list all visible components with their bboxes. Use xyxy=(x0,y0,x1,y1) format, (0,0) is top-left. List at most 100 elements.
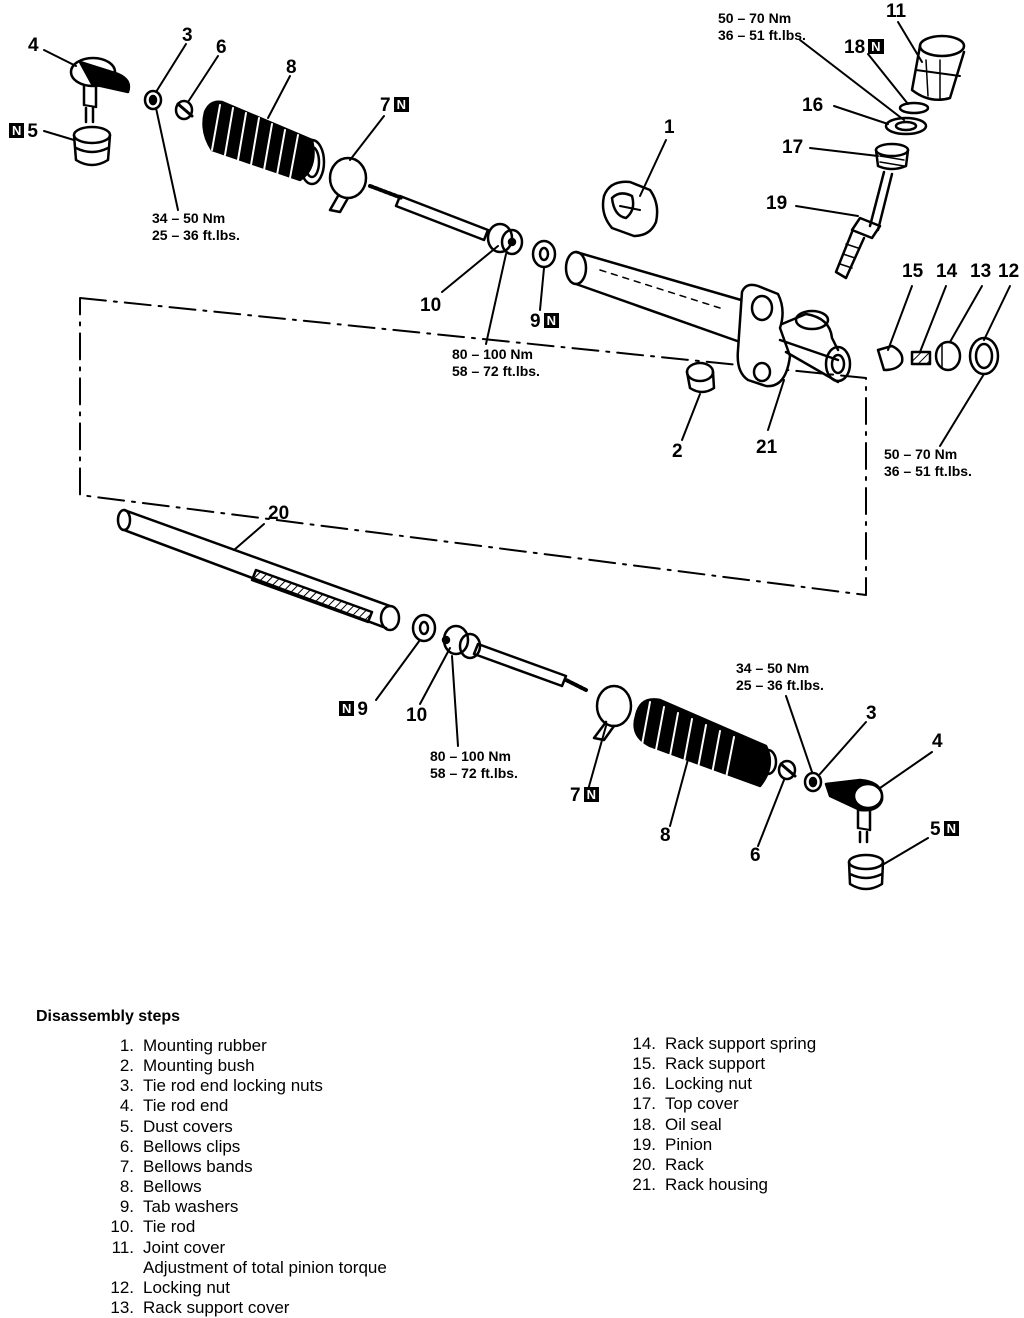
step-text: Rack xyxy=(665,1154,704,1174)
step-item: 14.Rack support spring xyxy=(622,1034,816,1054)
tie-rod-upper xyxy=(368,184,524,256)
callout-6-lower: 6 xyxy=(750,845,761,866)
step-item: 20.Rack xyxy=(622,1155,816,1175)
rack xyxy=(116,508,401,632)
bellows-clip-upper xyxy=(174,99,194,121)
step-text: Mounting bush xyxy=(143,1056,255,1076)
bellows-clip-lower xyxy=(777,759,797,781)
step-item: 17.Top cover xyxy=(622,1094,816,1114)
step-text: Oil seal xyxy=(665,1114,722,1134)
step-text: Dust covers xyxy=(143,1116,233,1136)
step-item: 21.Rack housing xyxy=(622,1175,816,1195)
step-number: 1. xyxy=(119,1036,134,1055)
dust-cover-lower xyxy=(847,853,885,891)
replace-marker: N xyxy=(339,701,355,716)
step-item: 19.Pinion xyxy=(622,1135,816,1155)
mounting-bush xyxy=(685,361,716,394)
step-text: Mounting rubber xyxy=(143,1036,267,1055)
step-number: 8. xyxy=(119,1177,134,1197)
callout-16: 16 xyxy=(802,95,824,116)
callout-19: 19 xyxy=(766,193,788,214)
step-text: Tie rod end locking nuts xyxy=(143,1076,323,1096)
steps-title: Disassembly steps xyxy=(36,1008,181,1025)
callout-10-lower: 10 xyxy=(406,705,428,726)
step-item: 8. Bellows xyxy=(100,1177,387,1197)
replace-marker: N xyxy=(543,313,559,328)
step-item: 5.Dust covers xyxy=(100,1117,387,1137)
step-number: 2. xyxy=(119,1056,134,1076)
callout-2: 2 xyxy=(672,441,683,462)
step-text: Tie rod end xyxy=(143,1096,229,1116)
oil-seal xyxy=(898,101,930,115)
step-number: 6. xyxy=(119,1136,134,1156)
step-text: Bellows xyxy=(143,1177,202,1197)
callout-20: 20 xyxy=(268,503,290,524)
locking-nut-12 xyxy=(968,336,1000,376)
step-number: 7. xyxy=(119,1156,134,1176)
callout-17: 17 xyxy=(782,137,804,158)
replace-marker: N xyxy=(868,39,884,54)
step-number: 11. xyxy=(111,1237,134,1257)
bellows-lower xyxy=(633,698,778,788)
step-item: 13.Rack support cover xyxy=(100,1298,387,1318)
step-number: 15. xyxy=(632,1054,656,1074)
rack-housing xyxy=(564,250,852,388)
callout-3-upper: 3 xyxy=(182,25,193,46)
tie-rod-lower xyxy=(441,624,588,692)
callout-12: 12 xyxy=(998,261,1020,282)
step-number: 18. xyxy=(632,1114,656,1134)
rack-support xyxy=(876,344,904,372)
step-number: 4. xyxy=(119,1096,134,1116)
callout-21: 21 xyxy=(756,437,778,458)
callout-10-upper: 10 xyxy=(420,295,442,316)
step-text: Bellows bands xyxy=(143,1156,253,1176)
tie-rod-end-upper xyxy=(69,56,131,124)
rack-support-cover xyxy=(934,340,962,372)
step-item: 3.Tie rod end locking nuts xyxy=(100,1076,387,1096)
step-item: 4. Tie rod end xyxy=(100,1096,387,1116)
assembly-frame xyxy=(79,297,867,596)
step-item: 9.Tab washers xyxy=(100,1197,387,1217)
bellows-upper xyxy=(202,100,326,186)
step-number: 13. xyxy=(110,1298,134,1318)
tab-washer-lower xyxy=(411,613,437,643)
step-number: 14. xyxy=(632,1034,656,1053)
replace-marker: N xyxy=(393,97,409,112)
step-item: 15.Rack support xyxy=(622,1054,816,1074)
callout-8-lower: 8 xyxy=(660,825,671,846)
callout-3-lower: 3 xyxy=(866,703,877,724)
callout-14: 14 xyxy=(936,261,958,282)
step-text: Top cover xyxy=(665,1094,739,1114)
locking-nut-lower xyxy=(803,771,823,793)
step-text: Adjustment of total pinion torque xyxy=(143,1257,387,1277)
step-text: Locking nut xyxy=(143,1277,230,1297)
step-item: 18. Oil seal xyxy=(622,1115,816,1135)
step-text: Pinion xyxy=(665,1134,713,1154)
steering-rack-exploded-diagram xyxy=(43,21,1011,891)
callout-11: 11 xyxy=(886,1,907,22)
step-item: 2. Mounting bush xyxy=(100,1056,387,1076)
step-text: Rack housing xyxy=(665,1175,769,1195)
callout-15: 15 xyxy=(902,261,924,282)
callout-1: 1 xyxy=(664,117,675,138)
callout-6-upper: 6 xyxy=(216,37,227,58)
bellows-band-lower xyxy=(592,684,633,742)
dust-cover-upper xyxy=(72,125,112,167)
step-text: Bellows clips xyxy=(143,1136,241,1156)
callout-13: 13 xyxy=(970,261,992,282)
step-item: 7. Bellows bands xyxy=(100,1157,387,1177)
locking-nut-upper xyxy=(143,89,163,111)
step-item: 16.Locking nut xyxy=(622,1074,816,1094)
step-number: 16. xyxy=(632,1074,656,1094)
step-number: 12. xyxy=(110,1277,134,1297)
callout-4-upper: 4 xyxy=(28,35,39,56)
